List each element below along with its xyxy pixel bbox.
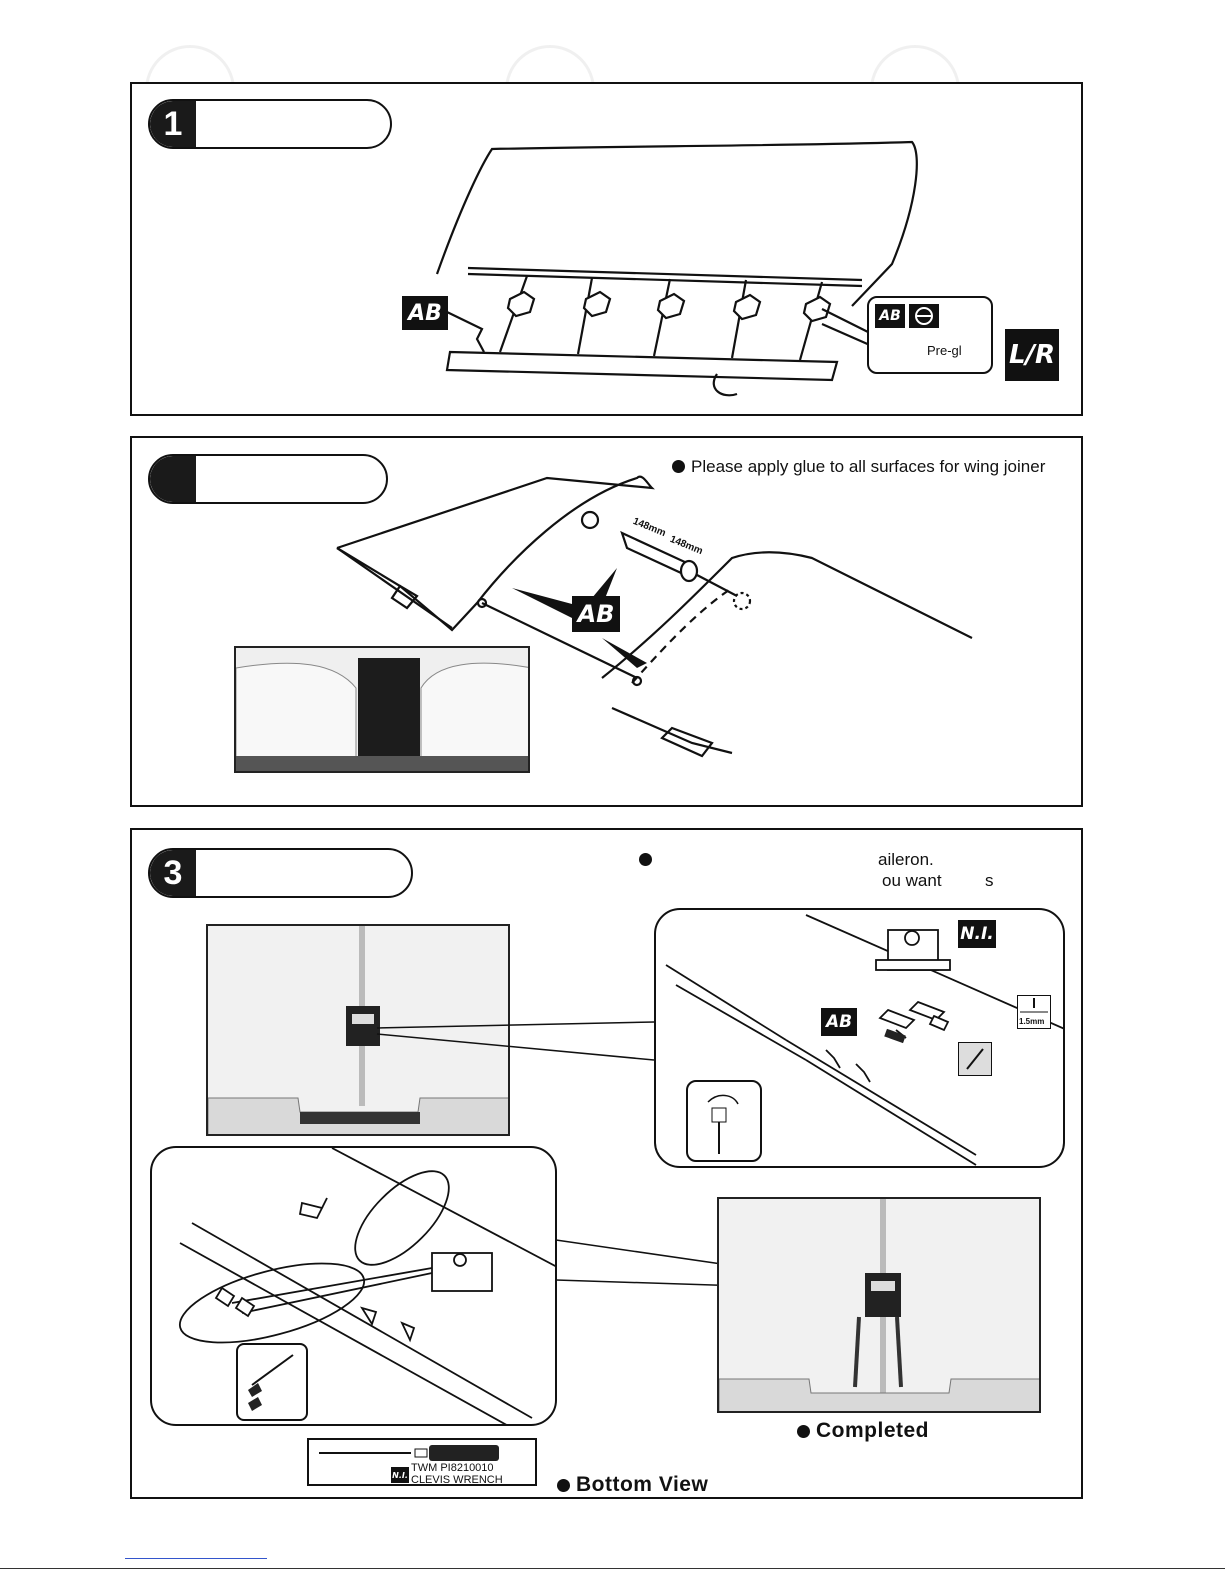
bullet-icon — [672, 460, 685, 473]
bottom-view-caption: Bottom View — [557, 1473, 708, 1497]
completed-photo — [717, 1197, 1041, 1413]
step2-header — [148, 454, 388, 504]
left-wing — [336, 475, 655, 632]
wing-trailing-edge — [467, 266, 863, 282]
step1-number: 1 — [150, 101, 196, 147]
hinge-circle-icon — [915, 307, 933, 325]
hinge-icon — [732, 293, 762, 321]
servo-install-photo — [206, 924, 510, 1136]
knife-icon-box — [958, 1042, 992, 1076]
wing-outline — [435, 140, 918, 307]
tool-name: CLEVIS WRENCH — [411, 1474, 503, 1486]
rotate-arrow-icon — [712, 373, 738, 397]
servo-install-photo-image — [208, 926, 508, 1134]
wing-joint-photo — [234, 646, 530, 773]
ab-glue-badge: AB — [402, 296, 448, 330]
step3-note-bullet — [639, 850, 658, 870]
step2-panel: Please apply glue to all surfaces for wi… — [130, 436, 1083, 807]
aileron-hinge-diagram — [435, 140, 918, 397]
wing-joint-photo-image — [236, 648, 528, 771]
linkage-callout — [150, 1146, 557, 1426]
hinge-icon — [506, 290, 536, 318]
step1-header: 1 — [148, 99, 392, 149]
step3-note-line2a: ou want — [882, 871, 942, 890]
completed-caption: Completed — [797, 1419, 929, 1443]
step3-panel: 3 aileron. ou want s — [130, 828, 1083, 1499]
ab-glue-badge-small: AB — [875, 304, 905, 328]
ni-badge-small: N.I. — [391, 1467, 409, 1483]
pregl-label: Pre-gl — [927, 343, 962, 358]
knife-icon — [966, 1048, 984, 1070]
drill-size-label: 1.5mm — [1019, 1017, 1045, 1026]
drill-size-box: 1.5mm — [1017, 995, 1051, 1029]
step2-number — [150, 456, 196, 502]
aileron-strip — [445, 350, 839, 382]
bottom-view-text: Bottom View — [576, 1473, 709, 1496]
ni-badge: N.I. — [958, 920, 996, 948]
tool-code: TWM PI8210010 — [411, 1462, 494, 1474]
clevis-detail-box — [686, 1080, 762, 1162]
completed-photo-image — [719, 1199, 1039, 1411]
step3-note-line1: aileron. — [878, 850, 934, 869]
footer-rule — [0, 1568, 1225, 1569]
pregl-inset: AB Pre-gl — [867, 296, 993, 374]
bullet-icon — [797, 1425, 810, 1438]
step2-note: Please apply glue to all surfaces for wi… — [672, 457, 1045, 477]
completed-text: Completed — [816, 1419, 930, 1442]
servo-mount-diagram — [665, 914, 1063, 1166]
right-wing — [601, 551, 973, 679]
bullet-icon — [557, 1479, 570, 1492]
pre-glued-icon — [909, 304, 939, 328]
step1-panel: 1 — [130, 82, 1083, 416]
ab-glue-badge: AB — [572, 596, 620, 632]
clevis-wrench-box: N.I. TWM PI8210010 CLEVIS WRENCH — [307, 1438, 537, 1486]
clevis-pliers-icon — [248, 1354, 294, 1411]
servo-mount-callout: N.I. AB 1.5mm — [654, 908, 1065, 1168]
step3-header: 3 — [148, 848, 413, 898]
wing-joiner-diagram — [336, 475, 973, 758]
hinge-set — [498, 275, 824, 361]
left-right-badge: L/R — [1005, 329, 1059, 381]
clevis-wrench-icon — [319, 1445, 499, 1461]
pushrod-linkage-diagram — [178, 1148, 555, 1424]
footer-link-underline — [125, 1558, 267, 1559]
hinge-icon — [582, 290, 612, 318]
servo-icon — [431, 1252, 493, 1292]
hinge-icon — [802, 295, 832, 323]
step3-note-line2b: s — [985, 871, 994, 890]
ab-glue-badge: AB — [821, 1008, 857, 1036]
step2-note-text: Please apply glue to all surfaces for wi… — [691, 457, 1046, 476]
hinge-icon — [656, 292, 686, 320]
linkage-detail-box — [236, 1343, 308, 1421]
step3-number: 3 — [150, 850, 196, 896]
clevis-twist-icon — [707, 1094, 739, 1154]
bullet-icon — [639, 853, 652, 866]
drill-icon — [1020, 998, 1048, 1013]
